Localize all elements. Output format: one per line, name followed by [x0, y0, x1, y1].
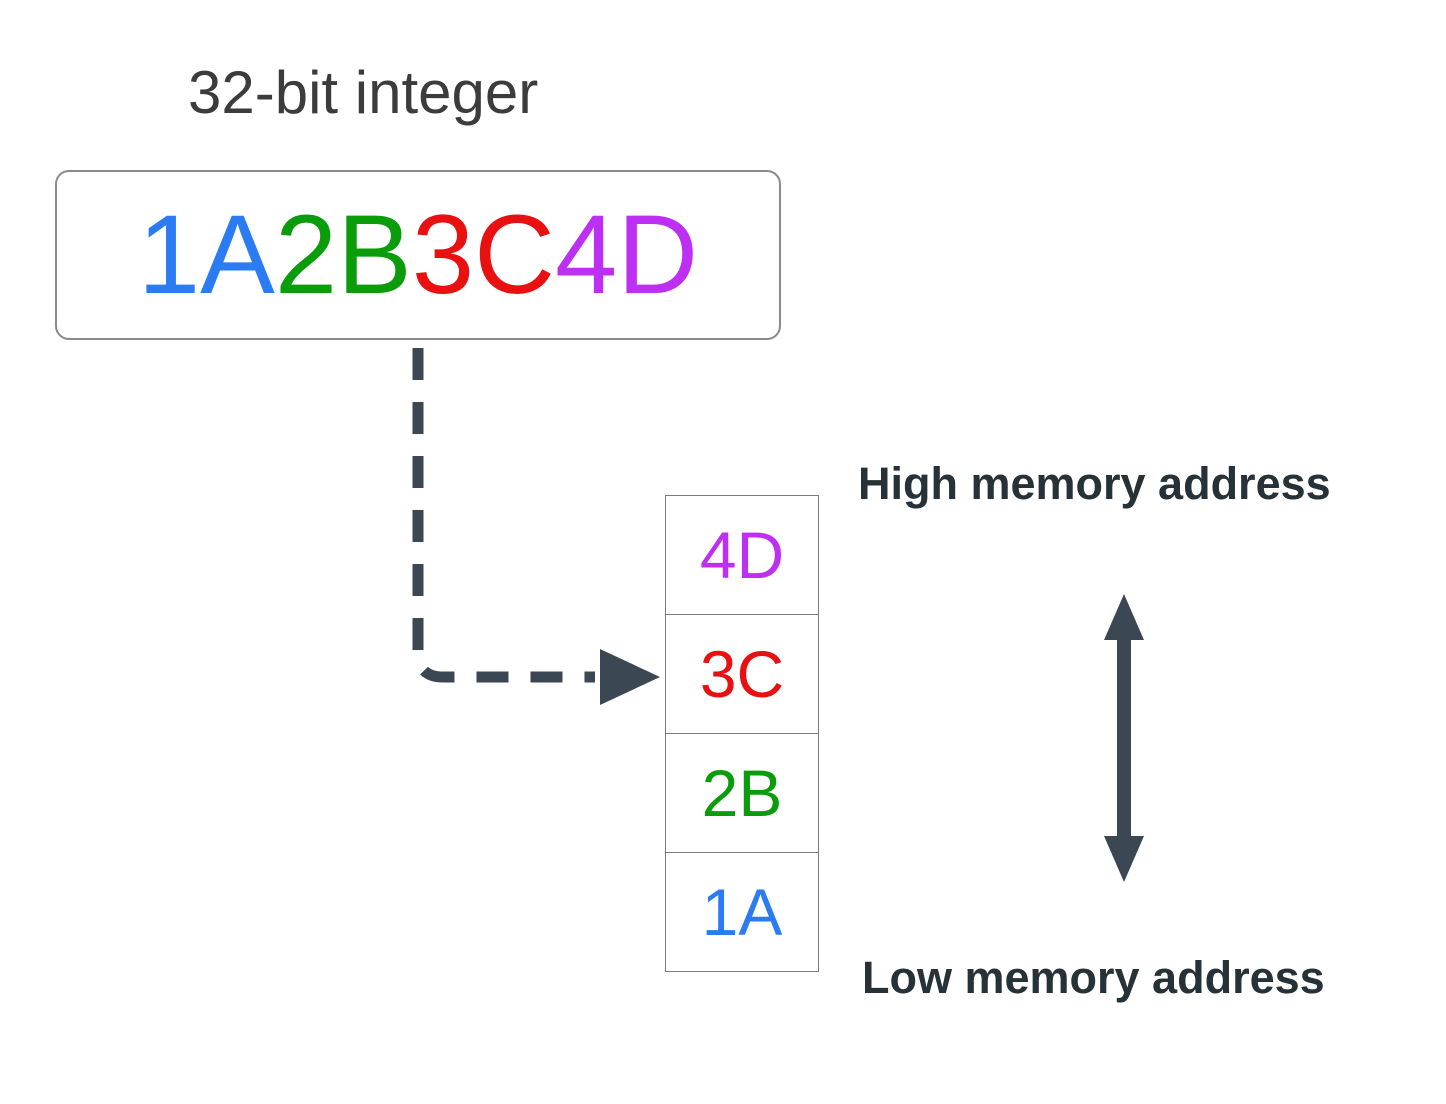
- direction-arrowhead-down-icon: [1104, 836, 1144, 882]
- direction-arrowhead-up-icon: [1104, 594, 1144, 640]
- byte-4D: 4D: [555, 192, 699, 317]
- high-memory-address-label: High memory address: [858, 458, 1331, 509]
- memory-cell-top: 4D: [665, 495, 819, 615]
- memory-stack: 4D 3C 2B 1A: [665, 495, 819, 972]
- memory-cell: 3C: [665, 614, 819, 734]
- memory-direction-arrow-icon: [1104, 594, 1144, 882]
- memory-cell-bottom: 1A: [665, 852, 819, 972]
- connector-arrowhead-icon: [600, 649, 660, 705]
- byte-3C: 3C: [411, 192, 555, 317]
- memory-cell: 2B: [665, 733, 819, 853]
- dashed-connector-path: [412, 348, 595, 683]
- diagram-title: 32-bit integer: [188, 59, 539, 126]
- byte-2B: 2B: [274, 192, 412, 317]
- low-memory-address-label: Low memory address: [862, 952, 1325, 1003]
- integer-hex-value: 1A2B3C4D: [138, 199, 698, 311]
- integer-box: 1A2B3C4D: [55, 170, 781, 340]
- byte-1A: 1A: [137, 192, 275, 317]
